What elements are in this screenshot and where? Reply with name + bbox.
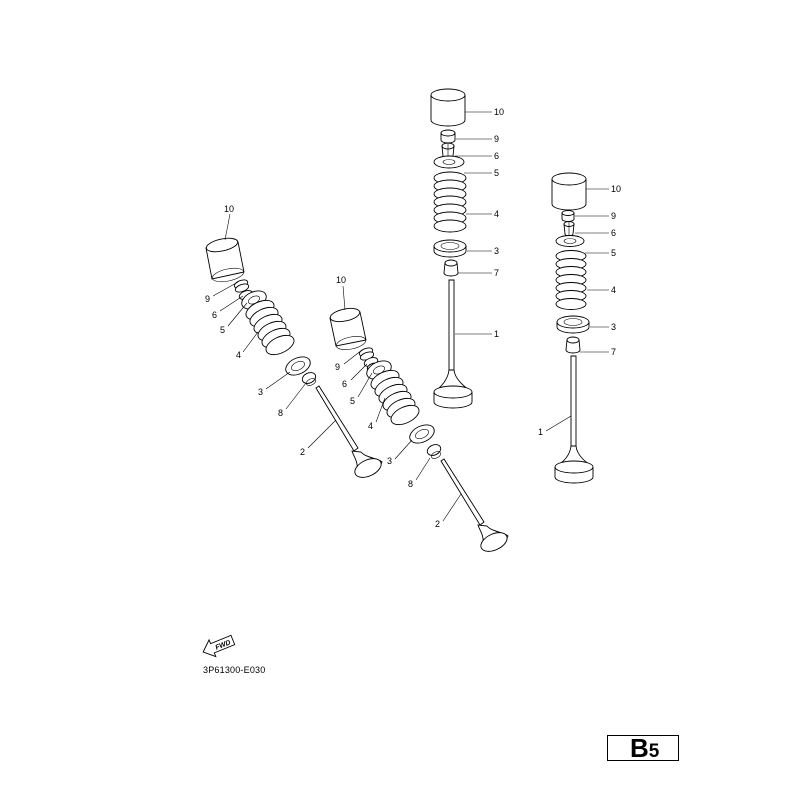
spring-retainer-c xyxy=(433,155,465,169)
callout-c-9: 9 xyxy=(494,134,499,144)
spring-seat-a xyxy=(285,356,311,376)
callout-a-10: 10 xyxy=(224,204,234,214)
valve-shim-c xyxy=(440,129,456,144)
page-reference: B5 xyxy=(630,733,659,764)
callout-d-6: 6 xyxy=(611,228,616,238)
callout-d-10: 10 xyxy=(611,184,621,194)
callout-d-4: 4 xyxy=(611,285,616,295)
valve-a xyxy=(315,385,383,478)
callout-d-9: 9 xyxy=(611,211,616,221)
spring-seat-b xyxy=(409,424,435,444)
callout-a-5: 5 xyxy=(220,325,225,335)
diagram-code: 3P61300-E030 xyxy=(203,665,266,675)
callout-b-8: 8 xyxy=(408,479,413,489)
spring-retainer-d xyxy=(555,235,585,247)
valve-cotter-d xyxy=(563,221,575,237)
callout-a-6: 6 xyxy=(212,310,217,320)
valve-d xyxy=(554,355,594,484)
callout-c-6: 6 xyxy=(494,151,499,161)
valve-assembly-a xyxy=(205,237,383,478)
callout-a-8: 8 xyxy=(278,408,283,418)
valve-shim-a xyxy=(233,279,250,293)
valve-spring-d xyxy=(555,250,587,310)
callout-b-6: 6 xyxy=(342,379,347,389)
callout-b-3: 3 xyxy=(387,456,392,466)
spring-seat-c xyxy=(433,239,467,258)
valve-lifter-a xyxy=(205,237,245,283)
valve-lifter-b xyxy=(329,307,367,350)
leader-lines xyxy=(212,111,609,522)
valve-b xyxy=(440,458,509,552)
callout-d-3: 3 xyxy=(611,322,616,332)
callout-b-2: 2 xyxy=(435,519,440,529)
page-reference-box xyxy=(607,735,679,761)
page-reference-letter: B xyxy=(630,733,649,763)
valve-lifter-d xyxy=(551,172,587,211)
callout-c-7: 7 xyxy=(494,268,499,278)
callout-c-4: 4 xyxy=(494,209,499,219)
callout-b-9: 9 xyxy=(335,362,340,372)
callout-c-10: 10 xyxy=(494,107,504,117)
callout-a-3: 3 xyxy=(258,387,263,397)
valve-assembly-d xyxy=(551,172,594,484)
callouts-assembly-c: 10 9 6 5 4 3 7 1 xyxy=(494,107,504,339)
valve-spring-a xyxy=(245,299,295,356)
valve-stem-seal-c xyxy=(443,259,459,277)
spring-seat-d xyxy=(556,315,590,334)
callout-c-3: 3 xyxy=(494,246,499,256)
callouts-assembly-d: 10 9 6 5 4 3 7 1 xyxy=(538,184,621,437)
callout-b-4: 4 xyxy=(368,421,373,431)
callout-b-10: 10 xyxy=(336,275,346,285)
valve-lifter-c xyxy=(430,88,466,127)
valve-c xyxy=(433,279,473,409)
callout-b-5: 5 xyxy=(350,396,355,406)
valve-shim-d xyxy=(561,210,575,222)
valve-assembly-c xyxy=(430,88,473,409)
callout-a-9: 9 xyxy=(205,294,210,304)
callout-a-4: 4 xyxy=(236,350,241,360)
fwd-arrow-icon: FWD xyxy=(202,634,236,658)
page-reference-number: 5 xyxy=(648,741,660,762)
valve-stem-seal-b xyxy=(426,444,442,459)
callout-c-1: 1 xyxy=(494,329,499,339)
callouts-assembly-a: 10 9 6 5 4 3 8 2 xyxy=(205,204,305,457)
valve-stem-seal-a xyxy=(301,372,317,386)
valve-spring-b xyxy=(370,369,420,426)
callout-d-5: 5 xyxy=(611,248,616,258)
callout-d-1: 1 xyxy=(538,427,543,437)
valve-spring-c xyxy=(433,171,467,233)
callout-a-2: 2 xyxy=(300,447,305,457)
callout-d-7: 7 xyxy=(611,347,616,357)
valve-assembly-b xyxy=(329,307,509,552)
callout-c-5: 5 xyxy=(494,168,499,178)
callouts-assembly-b: 10 9 6 5 4 3 8 2 xyxy=(335,275,440,529)
valve-stem-seal-d xyxy=(565,336,581,354)
